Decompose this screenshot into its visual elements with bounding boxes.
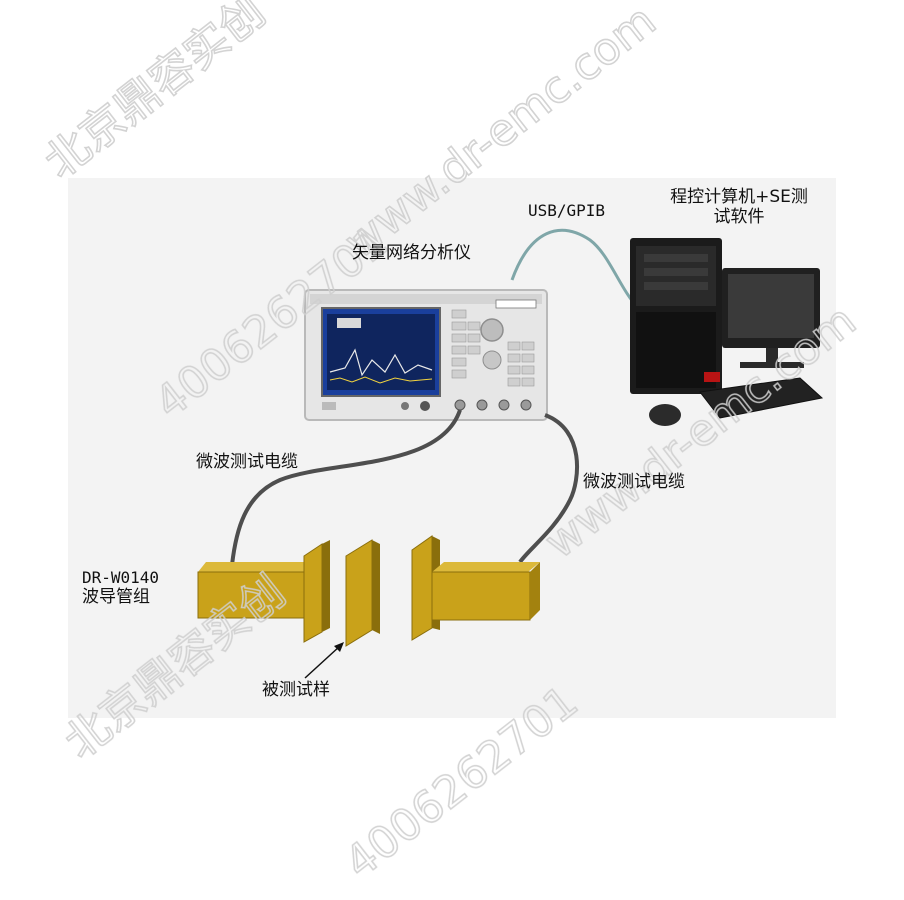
vector-network-analyzer — [304, 289, 548, 421]
vna-keypad — [451, 309, 535, 387]
interface-label: USB/GPIB — [528, 201, 606, 220]
microwave-cable-left — [230, 409, 462, 566]
keyboard — [699, 377, 824, 419]
vna-test-ports — [454, 399, 532, 411]
waveguide-right — [411, 535, 540, 641]
dut-label: 被测试样 — [262, 680, 330, 700]
usb-gpib-cable — [510, 229, 642, 312]
waveguide-label: DR-W0140 波导管组 — [82, 568, 202, 608]
cable-right-label: 微波测试电缆 — [583, 472, 685, 492]
computer-monitor — [722, 268, 820, 368]
dut-arrow — [304, 645, 341, 679]
watermark-layer: 北京鼎容实创 www.dr-emc.com 4006262701 www.dr-… — [35, 0, 867, 889]
computer-label: 程控计算机+SE测 试软件 — [653, 187, 825, 228]
microwave-cable-right — [518, 413, 580, 564]
cable-left-label: 微波测试电缆 — [196, 452, 298, 472]
computer-label-line2: 试软件 — [713, 207, 765, 228]
watermark-text: www.dr-emc.com — [335, 0, 665, 269]
waveguide-left — [197, 540, 330, 643]
watermark-text: 北京鼎容实创 — [35, 0, 274, 189]
computer-label-line1: 程控计算机+SE测 — [670, 187, 808, 207]
dut-sample — [345, 539, 380, 647]
vna-label: 矢量网络分析仪 — [352, 243, 471, 263]
waveguide-name: 波导管组 — [82, 587, 150, 608]
vna-knob — [480, 318, 504, 342]
watermark-text: 4006262701 — [335, 676, 587, 889]
computer-tower — [630, 238, 722, 394]
mouse — [649, 404, 681, 426]
waveguide-model: DR-W0140 — [82, 568, 160, 587]
